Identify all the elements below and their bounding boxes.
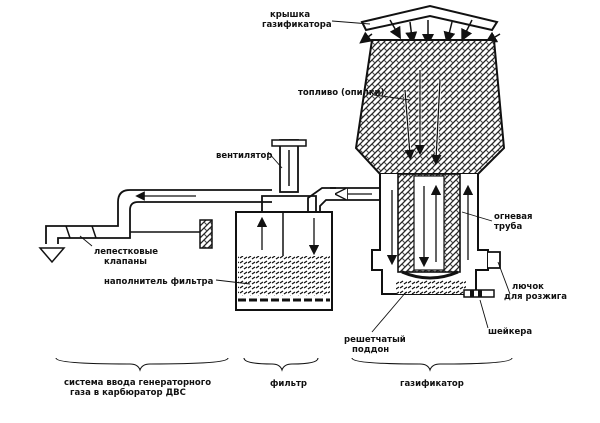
petal-valves [65,225,97,239]
grate-label-line1: решетчатый [344,335,406,345]
fire-tube-label-line2: труба [494,221,522,232]
fuel-label: топливо (опилки) [298,88,385,98]
cap-label-line1: крышка [270,10,310,20]
hatch-label-line2: для розжига [504,292,567,302]
filter [235,139,336,311]
valves-label-line1: лепестковые [94,247,158,257]
gasifier-cap [360,4,499,32]
filler-label: наполнитель фильтра [104,277,214,287]
fan-duct [261,195,317,212]
intake-section-label-line1: система ввода генераторного [64,378,211,388]
ignition-hatch [488,251,501,269]
fuel-hopper [354,39,506,175]
valves-label-line2: клапаны [104,257,147,267]
intake-cylinder [199,219,213,249]
gas-flow-arrows [386,184,474,268]
gasifier [330,4,506,298]
fan-label: вентилятор [216,151,272,161]
leader-lines [79,20,511,333]
air-inlet-arrows [359,19,501,46]
filter-filler [238,256,330,296]
filter-flow-arrows [256,216,320,256]
carburettor-arrow [38,247,66,264]
fire-tube-label-line1: огневая [494,212,533,222]
section-braces [55,357,513,372]
ash-bed [396,280,466,294]
grate-label-line2: поддон [352,345,389,355]
cap-label-line2: газификатора [262,20,332,30]
gasifier-section-label: газификатор [400,379,464,389]
filter-section-label: фильтр [270,379,307,389]
hatch-label-line1: лючок [512,282,544,292]
intake-pipe [45,189,272,244]
shaker-label: шейкера [488,327,532,337]
grate-pan [401,270,459,280]
intake-section-label-line2: газа в карбюратор ДВС [70,387,186,398]
intake-system [38,189,272,264]
